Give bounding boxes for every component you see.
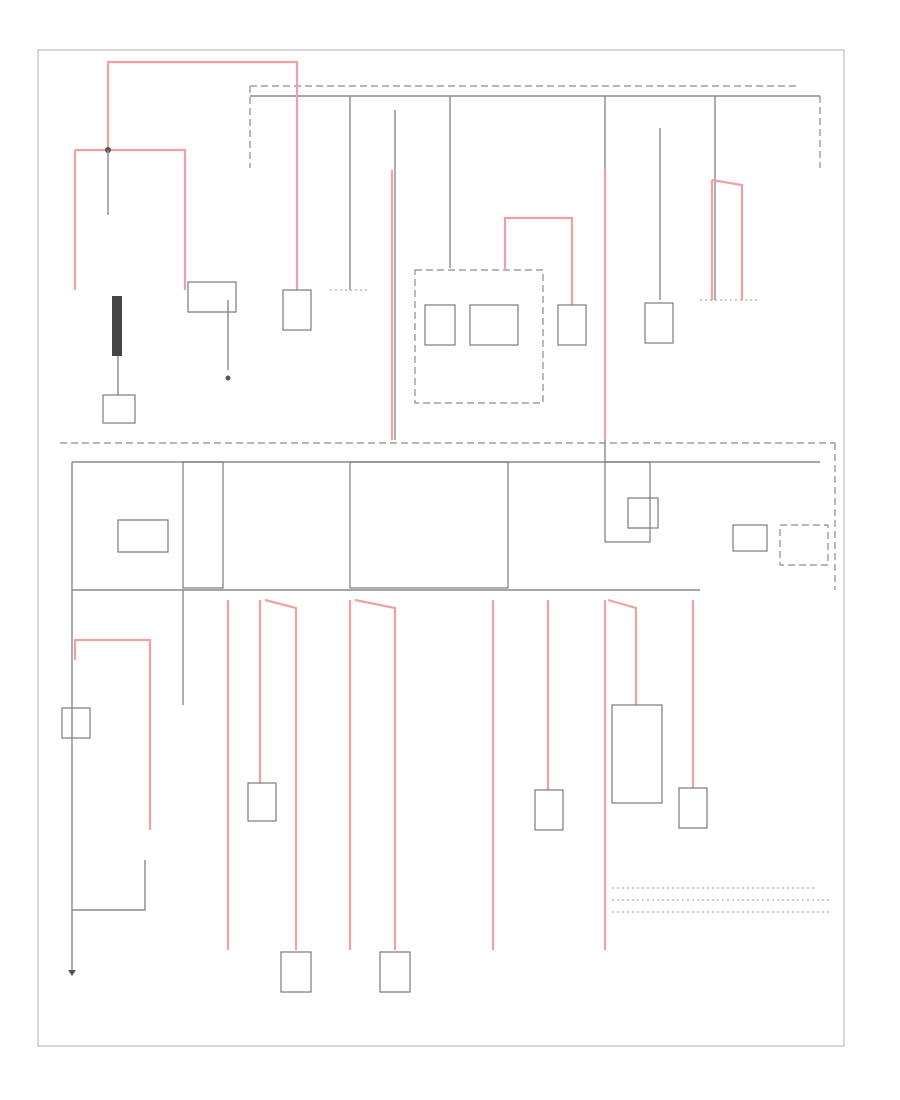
- circuit-drop-7-load: [379, 951, 411, 993]
- circuit-drop-1-hot-wire: [73, 638, 152, 830]
- circuit-drop-5-hot-wire: [264, 598, 298, 950]
- circuit-drop-4-load: [247, 782, 277, 822]
- module-component-a: [424, 304, 456, 346]
- battery-branch-wire: [75, 148, 187, 290]
- starter-relay-ground-point: [225, 375, 231, 381]
- module-component-b: [469, 304, 519, 346]
- circuit-drop-1-component: [61, 707, 91, 739]
- control-module-group: [414, 269, 544, 404]
- starter-relay-housing: [187, 281, 237, 313]
- battery-symbol: [112, 296, 122, 356]
- circuit-drop-5-load: [280, 951, 312, 993]
- fuse-drop-6-load: [644, 302, 674, 344]
- lower-fuse-block-section: [61, 440, 836, 993]
- upper-fuse-drops: [282, 96, 760, 440]
- ground-symbol: [68, 970, 76, 976]
- relay-block-left: [182, 461, 224, 589]
- circuit-drop-12-load: [678, 787, 708, 829]
- generator-component: [102, 394, 136, 424]
- relay-left-top: [117, 519, 169, 553]
- module-adjacent-load: [557, 304, 587, 346]
- fuse-drop-7-branch-wire: [711, 178, 744, 300]
- relay-block-right-inner: [604, 461, 651, 543]
- upper-fuse-block-section: [73, 60, 821, 440]
- relay-small-b: [779, 524, 829, 566]
- circuit-drop-9-load: [534, 789, 564, 831]
- starter-motor-component: [282, 289, 312, 331]
- relay-block-center: [349, 461, 509, 589]
- battery-feed-wire: [106, 60, 299, 150]
- diagram-legend: [612, 887, 830, 913]
- relay-small-a: [732, 524, 768, 552]
- circuit-drop-7-hot-wire: [354, 598, 397, 950]
- diagram-frame: [37, 49, 845, 1047]
- relay-right-coil: [627, 497, 659, 529]
- circuit-drop-11-module: [611, 704, 663, 804]
- module-feed-hot-wire: [503, 216, 574, 305]
- circuit-drop-1-ground-return: [72, 860, 146, 911]
- circuit-drop-11-hot-wire: [607, 598, 638, 705]
